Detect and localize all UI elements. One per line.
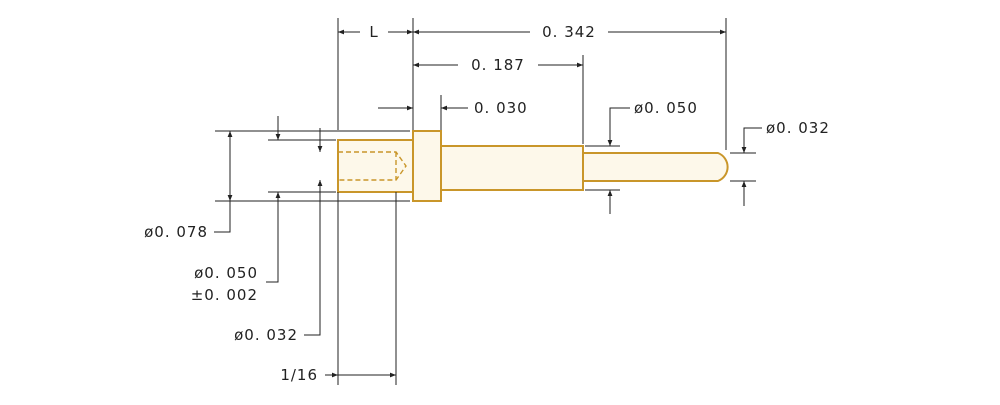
dim-overall-length-label: 0. 342 [542,23,596,41]
dim-tip-dia-top-arrow [607,107,630,146]
dim-body-length-label: 0. 187 [471,56,525,74]
dim-L: L [338,23,413,41]
dim-tip-diameter: ø0. 050 [607,99,698,214]
dim-bore-dia-bottom-arrow [266,192,281,283]
dim-bore-diameter: ø0. 050 ±0. 002 [191,116,281,304]
pin-part [337,130,729,202]
dim-inner-diameter: ø0. 032 [234,128,323,344]
dim-end-diameter: ø0. 032 [741,119,830,206]
dim-overall-length: 0. 342 [413,23,726,41]
extension-lines [215,18,756,385]
dim-tip-diameter-label: ø0. 050 [634,99,698,117]
dim-flange-thickness-label: 0. 030 [474,99,528,117]
dim-bore-diameter-label: ø0. 050 [194,264,258,282]
dim-flange-diameter: ø0. 078 [144,131,233,241]
flange [412,130,442,202]
dim-bore-depth-label: 1/16 [280,366,318,384]
dim-flange-dia-leader [214,201,231,233]
dim-inner-diameter-label: ø0. 032 [234,326,298,344]
dim-bore-tolerance-label: ±0. 002 [191,286,258,304]
dim-flange-thickness: 0. 030 [378,99,528,117]
dim-end-dia-top-arrow [741,127,762,153]
dim-end-diameter-label: ø0. 032 [766,119,830,137]
dim-inner-dia-bottom-arrow [304,180,323,336]
hidden-bore-outline [338,151,407,181]
pin-body [440,145,584,191]
dim-bore-depth: 1/16 [280,366,396,384]
pin-tip [582,152,729,182]
dim-flange-diameter-label: ø0. 078 [144,223,208,241]
dim-body-length: 0. 187 [413,56,583,74]
socket-barrel [337,139,414,193]
dim-L-label: L [369,23,378,41]
